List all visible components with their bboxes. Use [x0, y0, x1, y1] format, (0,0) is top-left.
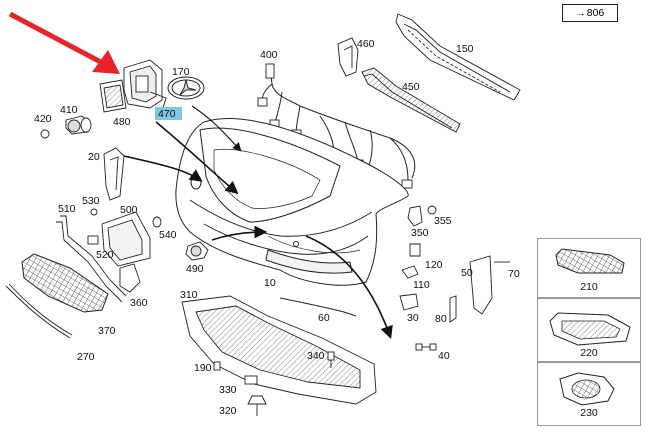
part-label-10: 10 — [264, 277, 276, 289]
inset-210[interactable]: 210 — [537, 238, 641, 298]
part-label-540: 540 — [159, 229, 177, 241]
part-label-310: 310 — [180, 289, 198, 301]
part-label-60: 60 — [318, 312, 330, 324]
part-label-400: 400 — [260, 49, 278, 61]
part-label-40: 40 — [438, 350, 450, 362]
reference-link-806[interactable]: → 806 — [562, 4, 618, 22]
part-label-190: 190 — [194, 362, 212, 374]
part-label-490: 490 — [186, 263, 204, 275]
inset-230[interactable]: 230 — [537, 362, 641, 426]
part-label-510: 510 — [58, 203, 76, 215]
part-label-410: 410 — [60, 104, 78, 116]
inset-label-210: 210 — [580, 281, 598, 293]
part-label-80: 80 — [435, 313, 447, 325]
inset-220[interactable]: 220 — [537, 298, 641, 362]
part-labels: 170 470 480 410 420 20 400 460 150 450 5… — [34, 38, 520, 417]
arrow-right-icon: → — [575, 7, 586, 19]
fastener-icons — [213, 351, 335, 416]
part-label-170: 170 — [172, 66, 190, 78]
part-label-50: 50 — [461, 267, 473, 279]
fog-lamp-cover-icon — [559, 372, 615, 406]
reference-label: 806 — [586, 7, 605, 19]
part-label-470: 470 — [158, 108, 176, 120]
part-label-70: 70 — [508, 268, 520, 280]
part-label-500: 500 — [120, 204, 138, 216]
part-label-110: 110 — [413, 279, 430, 291]
grille-insert-icon — [555, 248, 625, 274]
right-side-parts-icon — [399, 205, 510, 351]
part-label-120: 120 — [425, 259, 443, 271]
part-label-420: 420 — [34, 113, 52, 125]
part-label-480: 480 — [113, 116, 131, 128]
leader-arrows — [123, 105, 393, 340]
bracket-assembly-icon — [99, 59, 167, 119]
inset-label-230: 230 — [580, 407, 598, 419]
upper-trim-strip-icon — [395, 13, 521, 101]
part-label-30: 30 — [407, 312, 419, 324]
cable-icon — [279, 297, 357, 317]
part-label-20: 20 — [88, 151, 100, 163]
part-label-530: 530 — [82, 195, 100, 207]
part-label-350: 350 — [411, 227, 429, 239]
part-label-150: 150 — [456, 43, 474, 55]
red-annotation-arrow — [8, 11, 120, 74]
star-emblem-icon — [167, 76, 205, 100]
part-label-370: 370 — [98, 325, 116, 337]
license-plate-bracket-icon — [56, 208, 162, 303]
part-label-340: 340 — [307, 350, 325, 362]
grille-frame-icon — [361, 67, 461, 133]
front-bumper-cover-icon — [175, 118, 409, 286]
underbody-shield-icon — [181, 295, 377, 405]
trim-strip-icon — [5, 283, 73, 339]
part-label-450: 450 — [402, 81, 420, 93]
sensor-icon — [185, 241, 209, 261]
fog-lamp-frame-icon — [549, 312, 631, 346]
mounting-bracket-icon — [337, 37, 359, 77]
part-label-355: 355 — [434, 215, 452, 227]
side-bracket-icon — [103, 147, 125, 201]
parking-sensor-icon — [40, 115, 92, 139]
part-label-270: 270 — [77, 351, 95, 363]
lower-grille-icon — [21, 253, 109, 313]
part-label-460: 460 — [357, 38, 375, 50]
inset-label-220: 220 — [580, 347, 598, 359]
part-label-320: 320 — [219, 405, 237, 417]
part-label-360: 360 — [130, 297, 148, 309]
part-label-520: 520 — [96, 249, 114, 261]
part-label-330: 330 — [219, 384, 237, 396]
